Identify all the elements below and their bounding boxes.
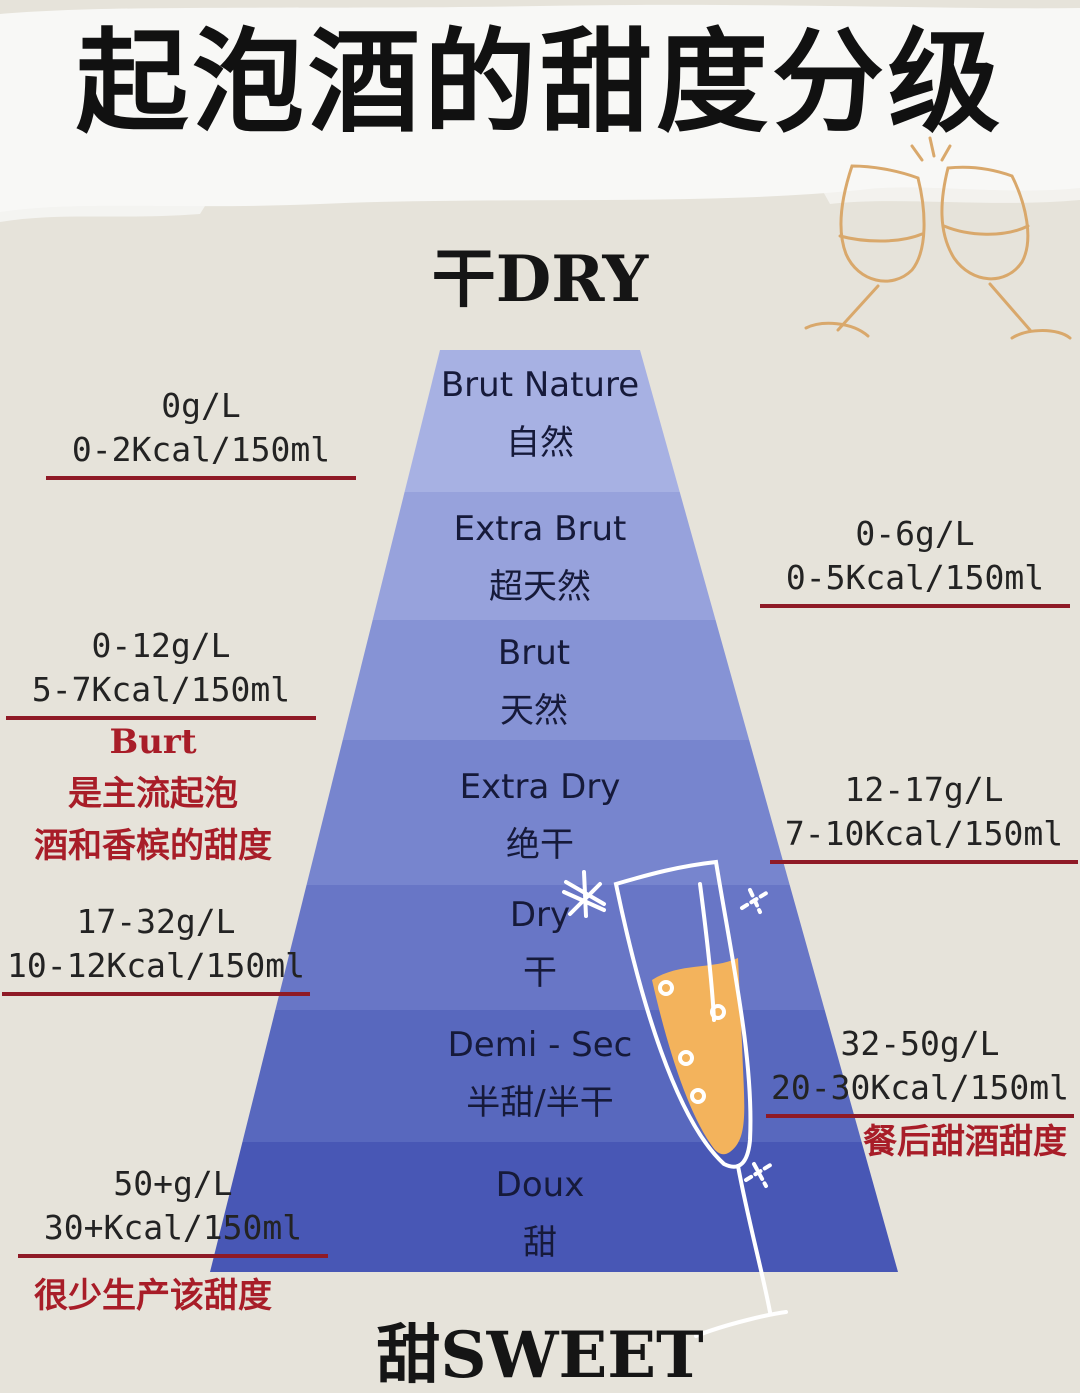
underline-rule <box>766 1114 1074 1118</box>
note-doux-text: 很少生产该甜度 <box>34 1276 272 1316</box>
tier-extra-dry-en: Extra Dry <box>459 767 621 807</box>
tier-band-brut <box>342 620 750 740</box>
tier-band-doux <box>210 1142 898 1272</box>
dry-label: 干DRY <box>431 242 649 317</box>
kcal-value: 30+Kcal/150ml <box>43 1208 303 1247</box>
tier-band-brut-nature <box>404 350 680 492</box>
kcal-value: 5-7Kcal/150ml <box>31 670 291 709</box>
sugar-value: 17-32g/L <box>76 902 236 941</box>
page-title: 起泡酒的甜度分级 <box>76 18 1004 148</box>
tier-extra-brut: Extra Brut 超天然 <box>390 500 690 616</box>
kcal-value: 7-10Kcal/150ml <box>784 814 1064 853</box>
tier-brut: Brut 天然 <box>384 624 684 740</box>
tier-band-extra-brut <box>372 492 716 620</box>
note-brut-line2: 酒和香槟的甜度 <box>34 826 272 866</box>
tier-doux-en: Doux <box>495 1165 585 1205</box>
annotation-doux: 50+g/L 30+Kcal/150ml <box>18 1162 328 1258</box>
tier-brut-nature-en: Brut Nature <box>440 365 640 405</box>
note-brut: Burt 是主流起泡 酒和香槟的甜度 <box>8 716 298 872</box>
tier-demi-sec-zh: 半甜/半干 <box>466 1083 614 1123</box>
tier-extra-brut-zh: 超天然 <box>489 567 591 607</box>
toasting-glasses-icon <box>804 136 1072 340</box>
brush-banner <box>0 4 1080 212</box>
underline-rule <box>46 476 356 480</box>
sweet-label: 甜SWEET <box>376 1318 704 1393</box>
annotation-demi-sec: 32-50g/L 20-30Kcal/150ml <box>766 1022 1074 1118</box>
tier-brut-zh: 天然 <box>500 691 568 731</box>
annotation-brut: 0-12g/L 5-7Kcal/150ml <box>6 624 316 720</box>
note-demi-sec-text: 餐后甜酒甜度 <box>863 1122 1067 1162</box>
sweetness-pyramid <box>210 350 898 1272</box>
sugar-value: 0g/L <box>161 386 241 425</box>
underline-rule <box>18 1254 328 1258</box>
tier-brut-nature-zh: 自然 <box>506 423 574 463</box>
underline-rule <box>2 992 310 996</box>
sugar-value: 50+g/L <box>113 1164 233 1203</box>
kcal-value: 0-5Kcal/150ml <box>785 558 1045 597</box>
tier-doux-zh: 甜 <box>523 1223 557 1263</box>
sugar-value: 0-6g/L <box>855 514 975 553</box>
sugar-value: 12-17g/L <box>844 770 1004 809</box>
note-brut-name: Burt <box>109 722 197 762</box>
tier-dry: Dry 干 <box>390 886 690 1002</box>
kcal-value: 20-30Kcal/150ml <box>770 1068 1069 1107</box>
underline-rule <box>760 604 1070 608</box>
annotation-dry: 17-32g/L 10-12Kcal/150ml <box>2 900 310 996</box>
underline-rule <box>770 860 1078 864</box>
note-demi-sec: 餐后甜酒甜度 <box>850 1116 1080 1168</box>
kcal-value: 10-12Kcal/150ml <box>6 946 305 985</box>
note-doux: 很少生产该甜度 <box>8 1270 298 1322</box>
tier-demi-sec: Demi - Sec 半甜/半干 <box>390 1016 690 1132</box>
tier-doux: Doux 甜 <box>390 1156 690 1272</box>
tier-band-extra-dry <box>306 740 790 885</box>
tier-extra-dry-zh: 绝干 <box>506 825 574 865</box>
tier-dry-zh: 干 <box>523 953 557 993</box>
tier-brut-nature: Brut Nature 自然 <box>390 356 690 472</box>
champagne-flute-icon <box>562 859 788 1338</box>
annotation-brut-nature: 0g/L 0-2Kcal/150ml <box>46 384 356 480</box>
note-brut-line1: 是主流起泡 <box>68 774 238 814</box>
tier-demi-sec-en: Demi - Sec <box>447 1025 633 1065</box>
underline-rule <box>6 716 316 720</box>
sugar-value: 32-50g/L <box>840 1024 1000 1063</box>
sugar-value: 0-12g/L <box>91 626 231 665</box>
tier-brut-en: Brut <box>497 633 571 673</box>
annotation-extra-brut: 0-6g/L 0-5Kcal/150ml <box>760 512 1070 608</box>
annotation-extra-dry: 12-17g/L 7-10Kcal/150ml <box>770 768 1078 864</box>
tier-extra-dry: Extra Dry 绝干 <box>390 758 690 874</box>
tier-extra-brut-en: Extra Brut <box>453 509 627 549</box>
tier-dry-en: Dry <box>509 895 571 935</box>
kcal-value: 0-2Kcal/150ml <box>71 430 331 469</box>
